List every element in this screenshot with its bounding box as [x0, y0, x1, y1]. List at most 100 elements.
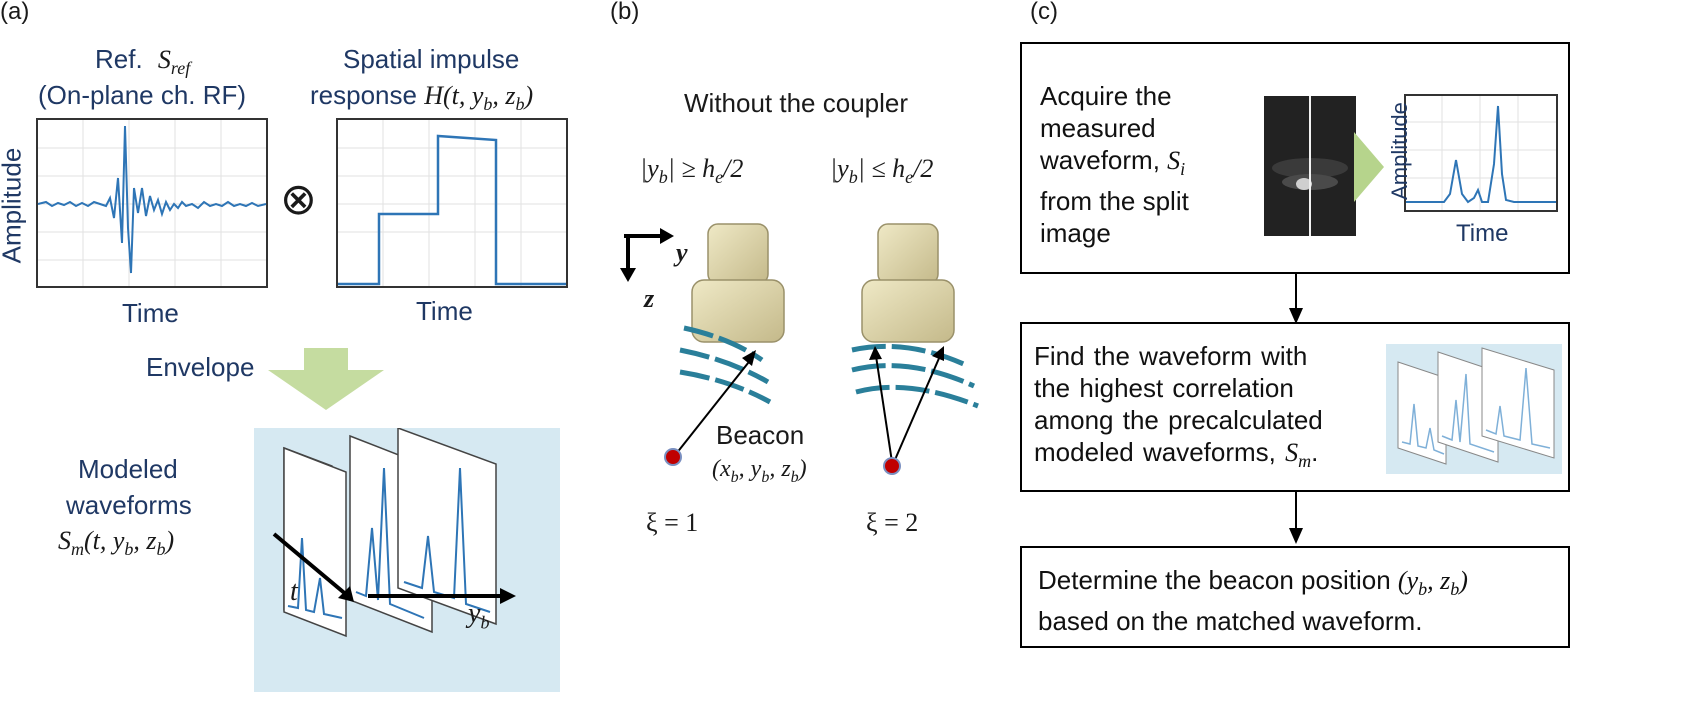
cond1-a: |y: [640, 154, 659, 183]
step3-close: ): [1459, 566, 1468, 595]
measured-waveform: [1406, 105, 1556, 204]
beacon-1: [664, 448, 682, 466]
condition-1: |yb| ≥ he/2: [640, 154, 743, 188]
sir-prefix: response: [310, 80, 417, 110]
sir-title-line2: response H(t, yb, zb): [310, 80, 533, 115]
flow-arrow-1: [1289, 274, 1303, 324]
step2-line1: Find the waveform with: [1034, 341, 1308, 371]
step2-sub: m: [1298, 451, 1312, 472]
sir-title-line1: Spatial impulse: [343, 44, 520, 74]
beacon-mid2: , z: [769, 456, 791, 482]
flow-arrow-2: [1289, 492, 1303, 544]
step3-line1: Determine the beacon position (yb, zb): [1038, 564, 1468, 605]
modeled-waveform-stack: [272, 428, 516, 638]
modeled-function: Sm(t, yb, zb): [58, 526, 174, 560]
beacon-label: Beacon: [716, 420, 805, 450]
yb-symbol: y: [468, 598, 481, 629]
sir-step-curve: [338, 134, 566, 286]
sir-plot: [336, 118, 568, 288]
modeled-frame-3: [397, 428, 497, 626]
yz-axes: [620, 228, 674, 282]
step2-line4: modeled waveforms, Sm.: [1034, 436, 1323, 477]
sir-mid: , z: [492, 81, 516, 110]
step3-line2: based on the matched waveform.: [1038, 606, 1423, 637]
xi-2-label: ξ = 2: [866, 508, 919, 537]
step1-line3: waveform, Si: [1040, 144, 1189, 185]
cond2-sub: b: [848, 167, 858, 188]
sir-close: ): [524, 81, 534, 110]
step1-line2: measured: [1040, 113, 1156, 143]
transducer-diagram: [620, 223, 979, 475]
beacon-close: ): [798, 456, 807, 482]
step1-sub: i: [1180, 159, 1186, 180]
axis-z-label: z: [644, 284, 655, 313]
modeled-args-mid: , z: [133, 526, 157, 555]
modeled-frame-1: [283, 446, 347, 638]
cond1-end: /2: [723, 154, 744, 183]
yb-axis-label: yb: [468, 598, 489, 634]
transducer-2: [861, 223, 955, 343]
xi-1-label: ξ = 1: [646, 508, 699, 537]
transducer-1: [691, 223, 785, 343]
step1-line5: image: [1040, 218, 1111, 249]
time-label-sir: Time: [416, 296, 473, 326]
panel-b-title: Without the coupler: [684, 88, 909, 118]
ref-signal-title: Ref. Sref: [95, 44, 190, 79]
step3-coords: (y: [1397, 566, 1419, 595]
step2-symbol: S: [1285, 438, 1299, 467]
modeled-line1: Modeled: [78, 454, 178, 484]
cond2-rest: | ≤ h: [857, 154, 906, 183]
step3-sub2: b: [1450, 579, 1460, 600]
panel-a-letter: (a): [0, 0, 30, 25]
ultrasound-waves-2: [851, 343, 979, 409]
sir-sub1: b: [483, 94, 493, 115]
cond2-end: /2: [913, 154, 934, 183]
measured-amplitude-label: Amplitude: [1387, 102, 1412, 200]
beacon-coordinates: (xb, yb, zb): [712, 456, 807, 487]
step2-line3: among the precalculated: [1034, 405, 1323, 435]
beacon-2: [883, 457, 901, 475]
split-image-thumbnail: [1264, 96, 1356, 236]
step-2-text: Find the waveform with the highest corre…: [1034, 340, 1323, 477]
t-axis-label: t: [290, 576, 298, 607]
cond2-a: |y: [830, 154, 849, 183]
cond1-rest: | ≥ h: [667, 154, 716, 183]
modeled-sub: m: [71, 539, 84, 560]
sir-sub2: b: [515, 94, 525, 115]
green-pointer-arrow: [1354, 132, 1384, 202]
modeled-args-sub1: b: [124, 539, 134, 560]
envelope-arrow: [268, 348, 384, 410]
ref-symbol: S: [157, 45, 171, 74]
step3-sub1: b: [1418, 579, 1428, 600]
step1-symbol: S: [1167, 146, 1181, 175]
modeled-args: (t, y: [84, 526, 125, 555]
step1-line3-text: waveform,: [1040, 145, 1160, 175]
step-3-box: [1020, 546, 1570, 648]
beacon-coords-a: (x: [712, 456, 731, 482]
beacon-mid1: , y: [738, 456, 762, 482]
modeled-args-close: ): [165, 526, 175, 555]
yb-sub: b: [480, 612, 490, 633]
ultrasound-waves-1: [679, 325, 772, 405]
beacon-sub1: b: [730, 468, 739, 486]
step2-end: .: [1311, 437, 1319, 467]
modeled-symbol: S: [58, 526, 71, 555]
step1-line1: Acquire the: [1040, 81, 1172, 111]
beacon-sub2: b: [761, 468, 770, 486]
ref-rf-plot: [36, 118, 268, 288]
step2-line2: the highest correlation: [1034, 373, 1294, 403]
rf-waveform: [37, 125, 267, 274]
cond2-sub2: e: [905, 167, 914, 188]
envelope-label: Envelope: [146, 352, 255, 382]
ref-prefix: Ref.: [95, 44, 143, 74]
beacon-sub3: b: [790, 468, 799, 486]
panel-b-letter: (b): [610, 0, 640, 25]
amplitude-axis-label: Amplitude: [0, 147, 27, 264]
step3-line1-text: Determine the beacon position: [1038, 565, 1391, 595]
axis-y-label: y: [676, 238, 688, 267]
measured-waveform-plot: [1404, 94, 1558, 212]
step1-line4: from the split: [1040, 186, 1189, 217]
step2-line4-text: modeled waveforms,: [1034, 437, 1276, 467]
convolution-operator: ⊗: [280, 174, 317, 225]
step3-mid: , z: [1427, 566, 1451, 595]
